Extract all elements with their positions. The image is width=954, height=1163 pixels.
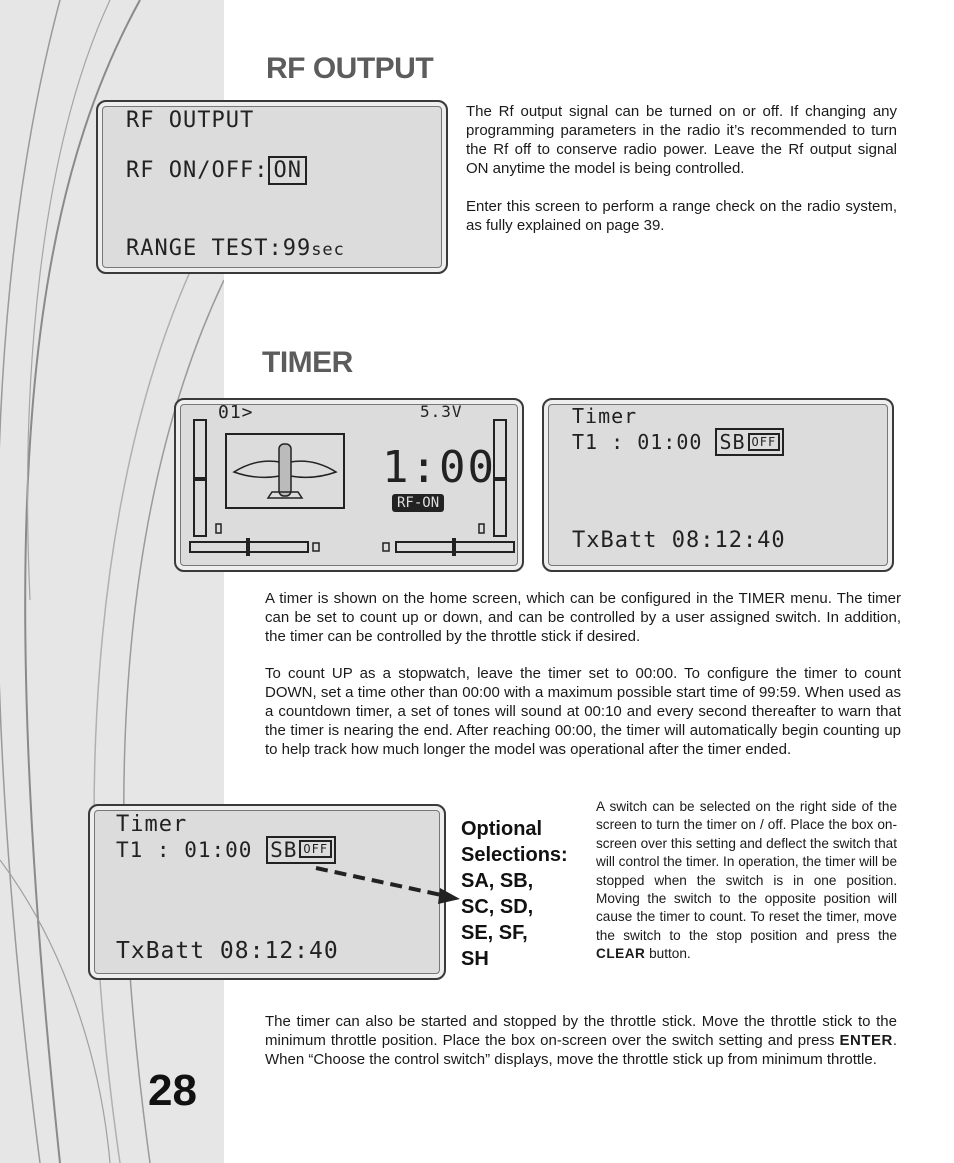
timer-switch-name-2: SB [270,838,298,862]
decorative-arcs [0,0,224,1163]
voltage-readout: 5.3V [420,402,463,421]
model-number: 01> [218,402,254,423]
timer-paragraph-2: To count UP as a stopwatch, leave the ti… [265,665,901,758]
home-screen: 01> 5.3V 1:00 RF-ON [174,398,524,572]
rf-on-badge: RF-ON [392,494,445,512]
rf-screen-title: RF OUTPUT [126,108,255,133]
rf-paragraph-2: Enter this screen to perform a range che… [466,198,897,234]
range-test-unit: sec [311,240,345,260]
rf-onoff-label: RF ON/OFF: [126,158,269,183]
range-test-row: RANGE TEST:99sec [126,236,345,261]
rf-onoff-row: RF ON/OFF:ON [126,156,307,185]
optional-line: SC, SD, [461,896,534,918]
enter-keyword: ENTER [839,1032,893,1049]
timer-switch-state-2: OFF [299,840,333,858]
airplane-icon [232,443,338,499]
timer-heading: TIMER [262,346,353,379]
timer-t1-value: T1 : 01:00 [572,430,716,454]
optional-line: Selections: [461,844,568,866]
switch-paragraph: A switch can be selected on the right si… [596,799,897,962]
page-number: 28 [148,1066,197,1115]
timer-t1-value-2: T1 : 01:00 [116,838,267,862]
timer-switch-name: SB [719,430,746,454]
timer-paragraph-1: A timer is shown on the home screen, whi… [265,590,901,645]
dashed-arrow-icon [315,866,460,904]
optional-line: SE, SF, [461,922,528,944]
optional-line: Optional [461,818,543,840]
optional-line: SH [461,948,489,970]
rf-paragraph-1: The Rf output signal can be turned on or… [466,103,897,177]
clear-keyword: CLEAR [596,946,646,962]
optional-line: SA, SB, [461,870,534,892]
timer-switch-state: OFF [747,432,781,451]
timer-battery-row-2: TxBatt 08:12:40 [116,938,339,964]
timer-battery-row: TxBatt 08:12:40 [572,528,786,553]
rf-output-screen: RF OUTPUT RF ON/OFF:ON RANGE TEST:99sec [96,100,448,274]
rf-onoff-value: ON [268,156,307,185]
range-test-label: RANGE TEST:99 [126,236,312,261]
model-image-frame [225,433,345,509]
home-timer: 1:00 [382,442,496,493]
optional-selections: Optional Selections: SA, SB, SC, SD, SE,… [461,816,568,972]
home-screen-graphics [189,419,515,556]
rf-output-heading: RF OUTPUT [266,52,434,85]
timer-screen-title-2: Timer [116,812,188,837]
timer-screen-title: Timer [572,404,638,428]
throttle-paragraph: The timer can also be started and stoppe… [265,1013,897,1068]
